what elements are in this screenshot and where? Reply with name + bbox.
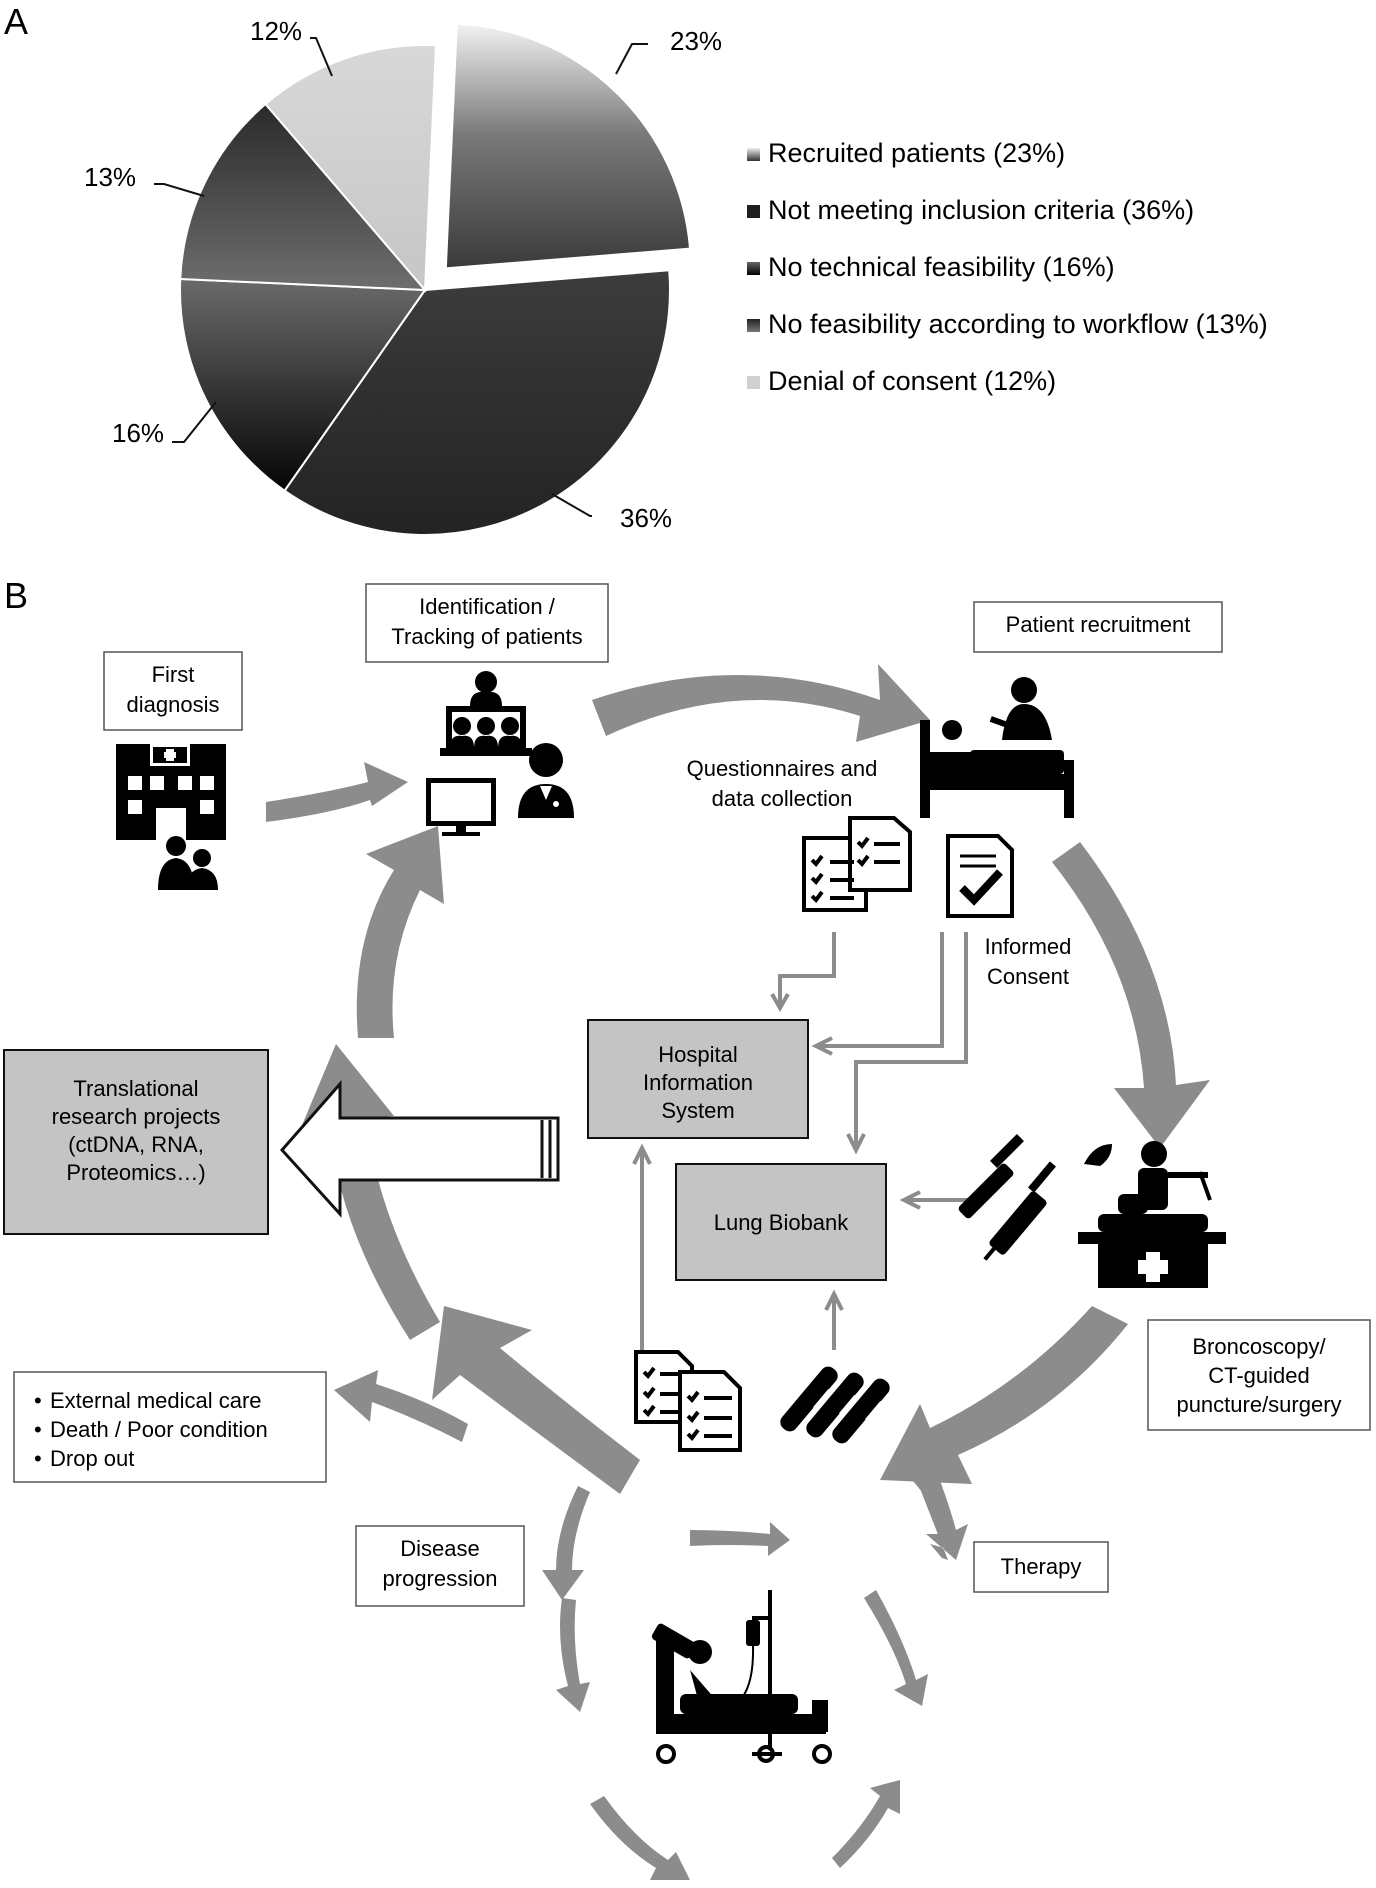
consent-document-icon [946,834,1014,918]
dropout-item-1: External medical care [50,1388,262,1413]
pie-percent-labels: 23% 36% 16% 13% 12% [84,16,722,533]
box-disease-progression: Disease progression [355,1525,525,1607]
box-identification: Identification / Tracking of patients [365,583,609,663]
translational-hollow-arrow [279,1080,560,1218]
svg-text:progression: progression [383,1566,498,1591]
pie-leader-line [615,43,648,75]
legend-label: No feasibility according to workflow (13… [768,309,1268,339]
svg-text:CT-guided: CT-guided [1208,1363,1310,1388]
legend-label: No technical feasibility (16%) [768,252,1115,282]
pie-slice [179,102,428,292]
panel-a-label: A [4,1,28,42]
box-dropouts: • External medical care • Death / Poor c… [13,1371,327,1483]
svg-text:research projects: research projects [52,1104,221,1129]
legend-swatch [747,148,760,161]
legend-label: Denial of consent (12%) [768,366,1056,396]
computer-icon [426,778,496,836]
svg-text:Lung Biobank: Lung Biobank [714,1210,850,1235]
svg-text:Therapy: Therapy [1001,1554,1082,1579]
first-diagnosis-line2: diagnosis [127,692,220,717]
cycle-arrows [266,664,1210,1880]
sample-tubes-icon [780,1366,890,1444]
legend-label: Recruited patients (23%) [768,138,1065,168]
box-first-diagnosis: First diagnosis [103,651,243,731]
doctor-icon [518,743,574,818]
box-broncoscopy: Broncoscopy/ CT-guided puncture/surgery [1147,1319,1371,1431]
legend-swatch [747,262,760,275]
svg-text:Information: Information [643,1070,753,1095]
svg-text:Translational: Translational [73,1076,198,1101]
svg-text:•: • [34,1446,42,1471]
arrow-to-therapy [880,1306,1128,1484]
svg-text:•: • [34,1388,42,1413]
arrow-left-up-upper [356,826,444,1038]
pie-slice [179,277,427,493]
pie-leader-line [172,401,217,443]
svg-text:Consent: Consent [987,964,1069,989]
informed-consent-label: Informed Consent [985,934,1072,989]
arrow-to-procedures [1052,842,1210,1148]
svg-text:Questionnaires and: Questionnaires and [687,756,878,781]
questionnaire-icon [802,816,912,912]
first-diagnosis-line1: First [152,662,195,687]
arrow-diagnosis-to-identification [266,762,408,822]
pie-percent-label: 16% [112,418,164,448]
svg-text:•: • [34,1417,42,1442]
pie-slice [264,44,438,293]
svg-text:(ctDNA, RNA,: (ctDNA, RNA, [68,1132,204,1157]
syringe-scalpel-icon [958,1134,1056,1261]
svg-text:data collection: data collection [712,786,853,811]
box-patient-recruitment: Patient recruitment [973,601,1223,653]
dropout-item-3: Drop out [50,1446,134,1471]
patient-bed-icon [920,677,1074,818]
patients-icon [158,836,218,890]
pie-percent-label: 12% [250,16,302,46]
box-translational-research: Translational research projects (ctDNA, … [3,1049,269,1235]
box-hospital-information-system: Hospital Information System [587,1019,809,1139]
meeting-icon [440,671,532,756]
svg-text:Broncoscopy/: Broncoscopy/ [1192,1334,1326,1359]
pie-slice [444,22,692,270]
pie-percent-label: 23% [670,26,722,56]
legend-swatch [747,205,760,218]
svg-text:Hospital: Hospital [658,1042,737,1067]
identification-line2: Tracking of patients [391,624,582,649]
hospital-icon [116,744,226,840]
svg-text:Informed: Informed [985,934,1072,959]
pie-leader-line [310,37,333,77]
box-therapy: Therapy [973,1541,1109,1593]
therapy-patient-icon [651,1590,832,1764]
arrow-from-progression [432,1306,640,1494]
identification-line1: Identification / [419,594,556,619]
legend-swatch [747,376,760,389]
box-lung-biobank: Lung Biobank [675,1163,887,1281]
patient-recruitment-label: Patient recruitment [1006,612,1191,637]
pie-percent-label: 36% [620,503,672,533]
panel-b-label: B [4,575,28,616]
pie-leader-line [551,493,592,517]
surgery-icon [1078,1141,1226,1288]
legend-swatch [747,319,760,332]
pie-percent-label: 13% [84,162,136,192]
pie-slice [283,269,671,536]
svg-text:puncture/surgery: puncture/surgery [1176,1392,1341,1417]
info-arrows [632,932,978,1350]
arrow-to-dropouts [334,1370,468,1442]
svg-text:Proteomics…): Proteomics…) [66,1160,205,1185]
dropout-item-2: Death / Poor condition [50,1417,268,1442]
records-icon [634,1350,742,1452]
pie-leader-line [154,183,205,197]
legend-label: Not meeting inclusion criteria (36%) [768,195,1194,225]
pie-chart [179,22,692,536]
pie-legend: Recruited patients (23%) Not meeting incl… [747,138,1268,396]
svg-text:Disease: Disease [400,1536,479,1561]
svg-text:System: System [661,1098,734,1123]
arrow-to-recruitment [592,664,930,742]
questionnaires-label: Questionnaires and data collection [687,756,878,811]
